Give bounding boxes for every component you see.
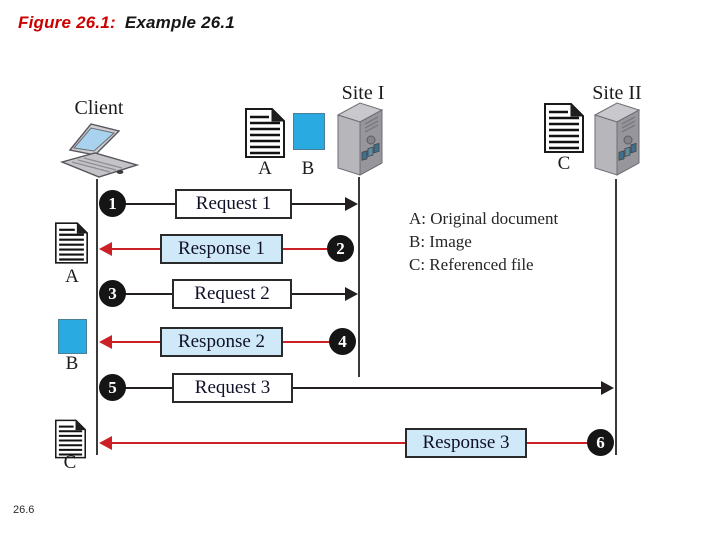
- site2-label: Site II: [592, 82, 642, 104]
- site1-document-a-icon: [245, 108, 285, 158]
- site1-server-icon: [337, 102, 383, 176]
- step4-badge: 4: [329, 328, 356, 355]
- legend-item-b: B: Image: [409, 232, 472, 251]
- request3-box: Request 3: [172, 373, 293, 403]
- client-lifeline: [96, 179, 98, 455]
- step6-badge: 6: [587, 429, 614, 456]
- request3-arrowhead-icon: [601, 381, 614, 395]
- slide-title: Figure 26.1: Example 26.1: [18, 13, 235, 33]
- client-document-a-icon: [55, 222, 88, 264]
- step1-badge: 1: [99, 190, 126, 217]
- legend: A: Original document B: Image C: Referen…: [409, 207, 558, 276]
- client-image-b-icon: [58, 319, 87, 354]
- response2-box: Response 2: [160, 327, 283, 357]
- request1-box: Request 1: [175, 189, 292, 219]
- site1-image-b-letter: B: [301, 158, 315, 179]
- figure-number: Figure 26.1:: [18, 13, 116, 32]
- step2-badge: 2: [327, 235, 354, 262]
- figure-name: Example 26.1: [124, 13, 235, 32]
- request1-arrowhead-icon: [345, 197, 358, 211]
- site2-document-c-icon: [544, 103, 584, 153]
- site1-label: Site I: [341, 82, 385, 104]
- request2-box: Request 2: [172, 279, 292, 309]
- legend-item-c: C: Referenced file: [409, 255, 534, 274]
- request3-line: [113, 387, 602, 389]
- client-document-c-letter: C: [63, 452, 77, 473]
- client-laptop-icon: [61, 123, 138, 178]
- response3-arrowhead-icon: [99, 436, 112, 450]
- response2-arrowhead-icon: [99, 335, 112, 349]
- step3-badge: 3: [99, 280, 126, 307]
- response3-box: Response 3: [405, 428, 527, 458]
- legend-item-a: A: Original document: [409, 209, 559, 228]
- site1-lifeline: [358, 177, 360, 377]
- client-label: Client: [74, 97, 124, 119]
- response1-box: Response 1: [160, 234, 283, 264]
- site2-document-c-letter: C: [557, 153, 571, 174]
- site1-document-a-letter: A: [258, 158, 272, 179]
- site2-server-icon: [594, 102, 640, 176]
- request2-arrowhead-icon: [345, 287, 358, 301]
- site1-image-b-icon: [293, 113, 325, 150]
- site2-lifeline: [615, 179, 617, 455]
- client-image-b-letter: B: [65, 353, 79, 374]
- client-document-a-letter: A: [65, 266, 79, 287]
- response3-line: [111, 442, 601, 444]
- response1-arrowhead-icon: [99, 242, 112, 256]
- slide-number: 26.6: [13, 504, 35, 516]
- step5-badge: 5: [99, 374, 126, 401]
